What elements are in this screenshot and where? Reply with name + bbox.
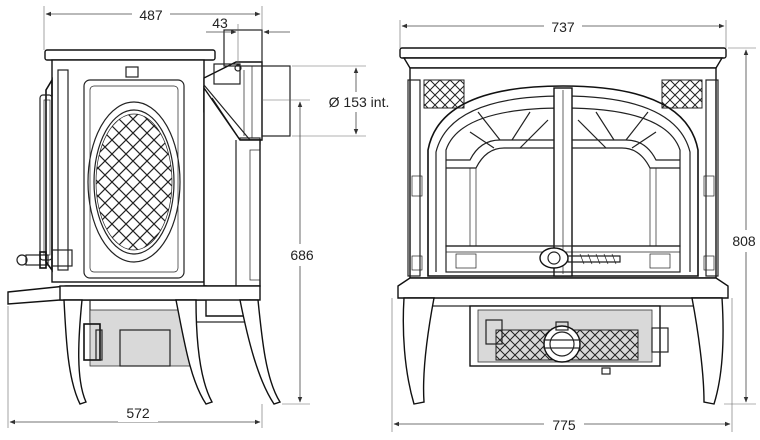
dim-front-base: 775	[552, 417, 576, 433]
dim-flue-diameter: Ø 153 int.	[329, 94, 390, 110]
side-oval-lattice	[96, 114, 172, 250]
front-door-frame	[427, 85, 699, 277]
front-door-handle	[539, 247, 621, 269]
dim-side-height: 686	[290, 247, 314, 263]
dim-front-width: 737	[551, 19, 575, 35]
side-leg-mid	[175, 299, 214, 405]
side-door-edge	[45, 77, 53, 273]
side-ash-pan	[89, 309, 191, 367]
side-base-rail	[59, 285, 261, 301]
side-panel	[83, 79, 185, 279]
front-view	[397, 47, 729, 405]
front-base-rail	[397, 277, 729, 299]
side-oval-frame	[87, 101, 181, 263]
dim-front-height: 808	[732, 233, 756, 249]
front-ash-knob	[543, 321, 581, 363]
side-dimensions: 487 43 Ø 153 int. 686 572	[7, 4, 396, 428]
side-air-knob	[16, 249, 73, 269]
front-corner-lattice-left	[423, 79, 465, 109]
dim-side-base: 572	[126, 405, 150, 421]
side-view	[7, 29, 291, 405]
front-leg-left	[402, 297, 435, 405]
side-leg-rear	[239, 299, 282, 405]
front-dimensions: 737 808 775	[391, 16, 760, 434]
side-top-plate	[44, 49, 216, 61]
front-corner-lattice-right	[661, 79, 703, 109]
front-leg-right	[691, 297, 724, 405]
dim-flue-offset: 43	[212, 15, 228, 31]
dim-side-width: 487	[139, 7, 163, 23]
side-leg-front	[63, 299, 87, 405]
front-top-plate	[399, 47, 727, 59]
